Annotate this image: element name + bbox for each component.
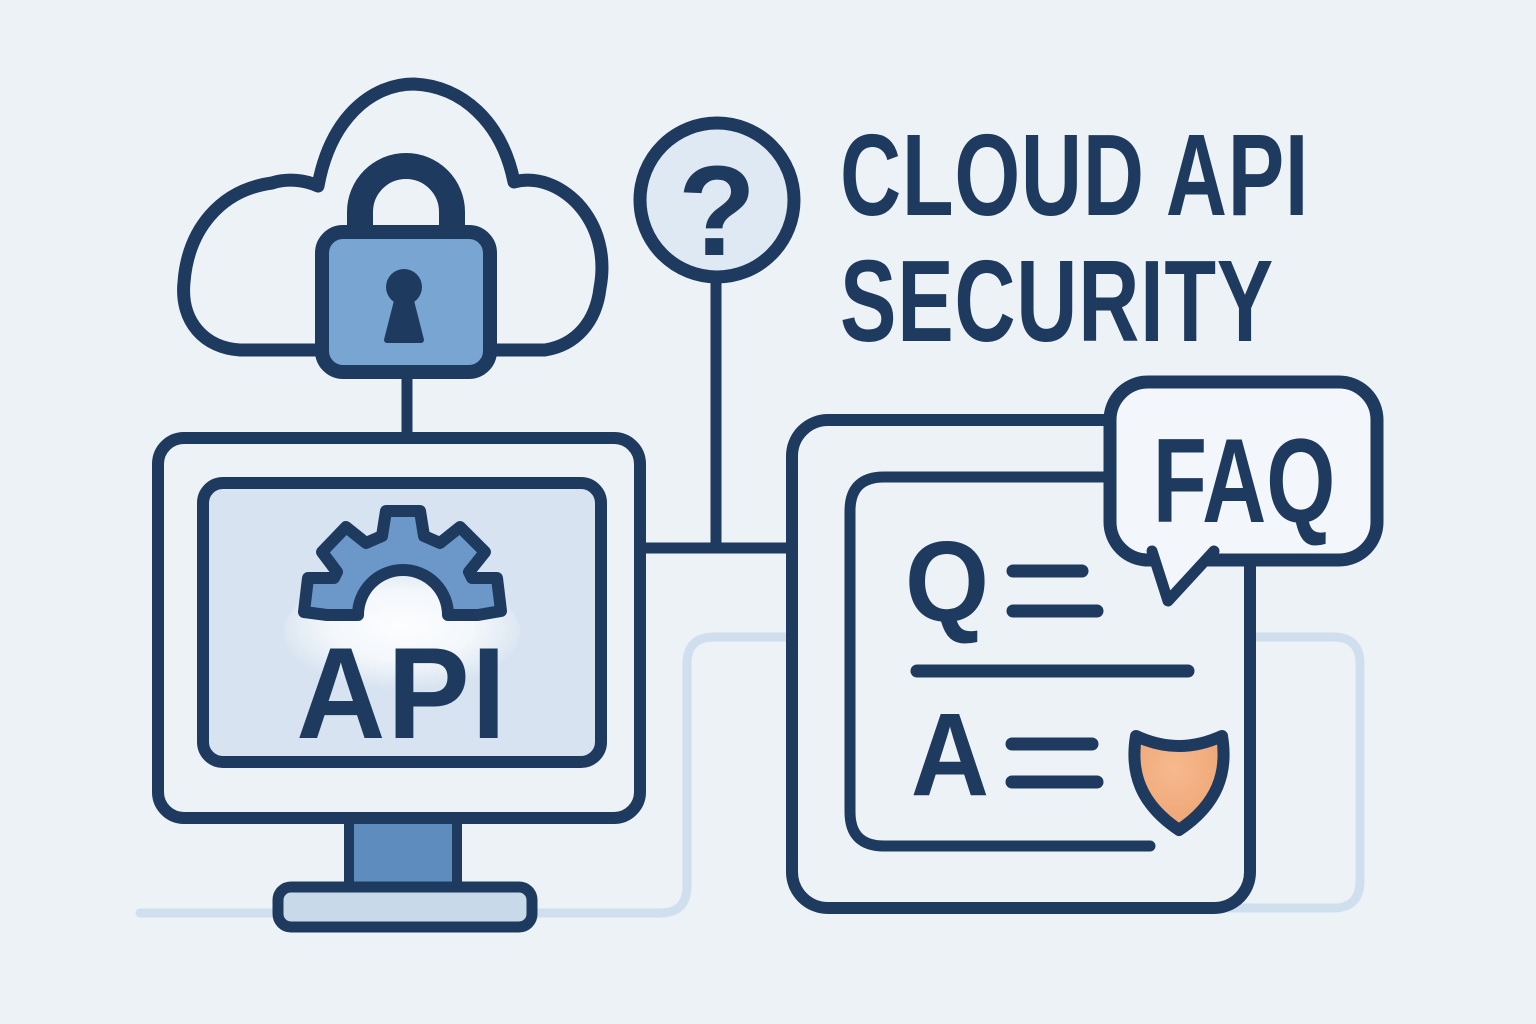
keyhole-stem <box>384 294 424 343</box>
keyhole-icon <box>386 269 422 305</box>
shield-icon <box>1128 730 1230 836</box>
speech-bubble-tail <box>1146 545 1220 607</box>
padlock-icon <box>315 153 497 379</box>
question-mark-glyph: ? <box>677 140 757 283</box>
faq-document-icon <box>844 471 1230 852</box>
faq-bubble-label: FAQ <box>1152 414 1336 548</box>
api-screen-label: API <box>296 620 508 766</box>
question-text-lines <box>1006 564 1104 618</box>
question-mark-badge <box>633 116 801 284</box>
question-letter: Q <box>904 519 990 646</box>
answer-letter: A <box>910 689 990 821</box>
monitor-icon <box>152 432 646 824</box>
title-line-1: CLOUD API <box>840 110 1310 240</box>
padlock-shackle <box>347 153 465 252</box>
cloud-icon <box>177 77 609 357</box>
monitor-stand-base <box>272 881 538 933</box>
title-line-2: SECURITY <box>840 236 1274 366</box>
answer-text-lines <box>1005 737 1104 789</box>
speech-bubble-body <box>1103 375 1384 567</box>
connector-question-line <box>634 272 802 554</box>
gear-icon <box>298 505 507 621</box>
document-outline <box>844 471 1156 852</box>
speech-bubble-icon <box>1103 375 1384 607</box>
